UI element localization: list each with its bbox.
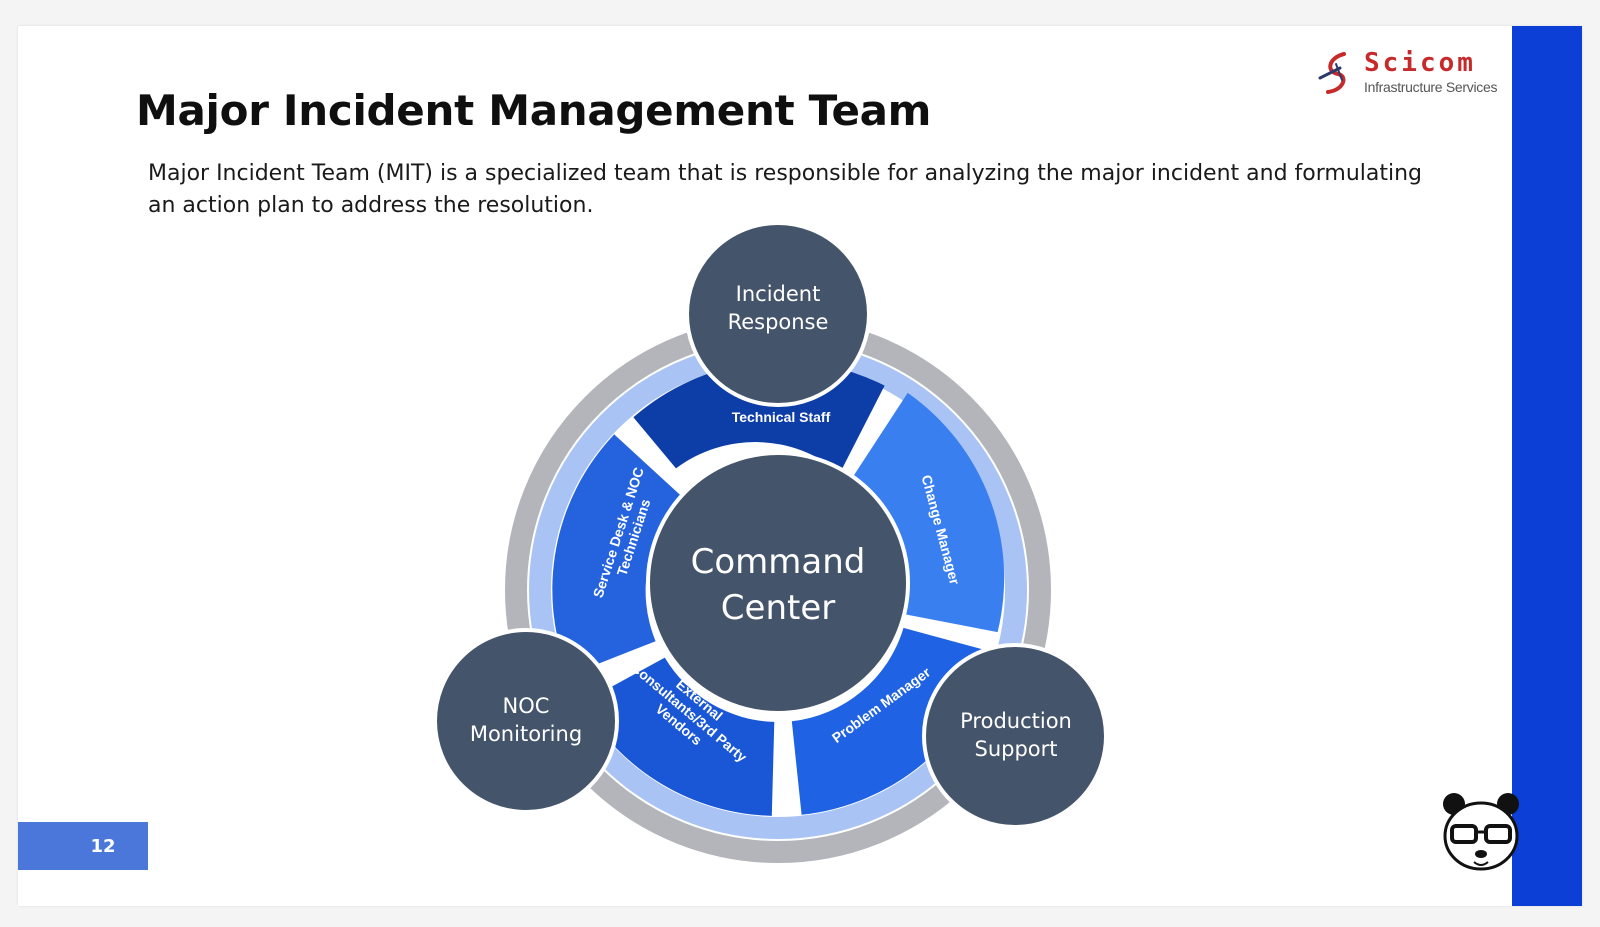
node-noc-monitoring-label-2: Monitoring <box>470 722 582 746</box>
command-center-label-2: Center <box>721 588 835 628</box>
accent-bar <box>1512 26 1582 906</box>
swirl-logo-icon <box>1318 52 1346 94</box>
node-incident-response-label-2: Response <box>728 310 829 334</box>
segment-service-desk <box>552 434 684 676</box>
node-production-support-label-1: Production <box>960 709 1072 733</box>
slide-title: Major Incident Management Team <box>136 86 932 135</box>
team-diagram: Command Center Incident Response NOC Mon… <box>433 221 1108 863</box>
segment-problem-manager <box>791 627 996 815</box>
command-center-label-1: Command <box>691 542 866 582</box>
segment-label-technical-staff: Technical Staff <box>732 409 831 425</box>
command-center-circle <box>646 451 910 715</box>
logo-subtitle: Infrastructure Services <box>1364 79 1498 95</box>
logo-name: Scicom <box>1364 48 1476 78</box>
node-incident-response-circle <box>685 221 871 407</box>
scicom-logo: Scicom Infrastructure Services <box>1314 48 1498 100</box>
slide: Scicom Infrastructure Services Major Inc… <box>18 26 1582 906</box>
slide-description: Major Incident Team (MIT) is a specializ… <box>148 161 1423 218</box>
node-incident-response-label-1: Incident <box>736 282 821 306</box>
node-production-support-label-2: Support <box>974 737 1057 761</box>
page-number: 12 <box>90 835 116 857</box>
node-noc-monitoring-circle <box>433 628 619 814</box>
panda-mascot-icon <box>1443 793 1519 871</box>
page-number-badge: 12 <box>18 822 148 870</box>
node-production-support-circle <box>922 643 1108 829</box>
node-noc-monitoring-label-1: NOC <box>503 694 550 718</box>
segment-external-consultants <box>581 657 775 816</box>
segment-change-manager <box>850 392 1005 633</box>
